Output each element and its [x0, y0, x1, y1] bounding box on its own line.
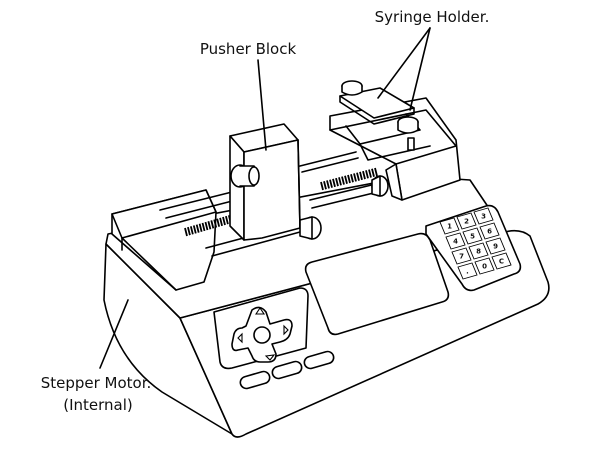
keypad-key-label: 6 [487, 228, 492, 236]
keypad-key-label: 1 [447, 223, 452, 231]
keypad-key-label: 8 [476, 248, 481, 256]
screw-thread [204, 221, 209, 231]
screw-thread [216, 218, 221, 227]
syringe-holder-assembly [329, 80, 461, 201]
keypad-key [485, 237, 506, 255]
screw-thread [350, 174, 354, 183]
screw-thread [365, 170, 369, 179]
screw-thread [332, 178, 336, 188]
keypad-key-label: 7 [459, 253, 464, 261]
keypad-key-label: C [499, 258, 504, 266]
screw-thread [374, 167, 378, 177]
keypad-key [451, 247, 472, 265]
function-button-1 [239, 370, 271, 390]
screw-thread [192, 225, 197, 234]
keypad-key-label: 2 [464, 218, 469, 226]
screw-thread [359, 171, 363, 181]
keypad-key [473, 207, 494, 225]
screw-thread [213, 219, 218, 228]
screw-thread [201, 222, 206, 232]
screw-thread [222, 216, 226, 226]
label-pusher-block: Pusher Block [200, 40, 297, 58]
screw-thread [210, 220, 215, 229]
function-button-3 [303, 350, 335, 370]
screw-thread [362, 170, 366, 180]
screw-thread [353, 173, 357, 182]
screw-thread [341, 176, 345, 185]
screw-thread [225, 215, 229, 225]
keypad-key-label: 9 [493, 243, 498, 251]
housing-left-face [103, 243, 233, 435]
screw-thread [187, 226, 191, 236]
screw-thread [326, 180, 330, 189]
keypad-key-label: 4 [453, 238, 458, 246]
keypad-key [491, 252, 512, 270]
screw-thread [219, 217, 223, 227]
screw-thread [338, 177, 342, 186]
keypad-key [462, 227, 483, 245]
function-buttons [239, 350, 335, 390]
keypad-key-label: 0 [482, 263, 487, 271]
keypad-key [439, 217, 460, 235]
keypad-key-label: . [466, 268, 469, 276]
pusher-block [229, 123, 389, 241]
screw-thread [207, 221, 212, 230]
screw-thread [195, 224, 200, 233]
pusher-block-front [229, 135, 245, 241]
screw-thread [371, 168, 375, 177]
function-button-2 [271, 360, 303, 380]
label-syringe-holder: Syringe Holder. [375, 8, 490, 26]
housing-front-panel [179, 229, 550, 438]
screw-thread [344, 175, 348, 184]
keypad-key [457, 262, 478, 280]
keypad-key [479, 222, 500, 240]
housing-top-deck [105, 175, 506, 319]
keypad-key-label: 5 [470, 233, 475, 241]
screw-thread [189, 226, 194, 235]
screw-thread [347, 174, 351, 184]
screw-thread [184, 227, 188, 237]
keypad-key [474, 257, 495, 275]
callout-lines [99, 27, 431, 369]
screw-thread [368, 169, 372, 178]
pump-housing [103, 175, 550, 438]
pusher-block-face [243, 139, 301, 241]
screw-thread [323, 181, 327, 190]
screw-thread [198, 223, 203, 232]
screw-thread [335, 177, 339, 187]
screw-thread [356, 172, 360, 181]
label-stepper-motor-internal: (Internal) [63, 396, 133, 414]
keypad-key [468, 242, 489, 260]
keypad-key-label: 3 [481, 213, 486, 221]
dpad-center-button [253, 326, 271, 344]
screw-thread [329, 179, 333, 188]
label-stepper-motor: Stepper Motor. [41, 374, 152, 392]
keypad-key [456, 212, 477, 230]
direction-pad [213, 287, 309, 370]
screw-thread [320, 181, 324, 191]
keypad: 1 2 3 4 5 6 7 8 9. 0 C [425, 204, 522, 292]
keypad-key [445, 232, 466, 250]
